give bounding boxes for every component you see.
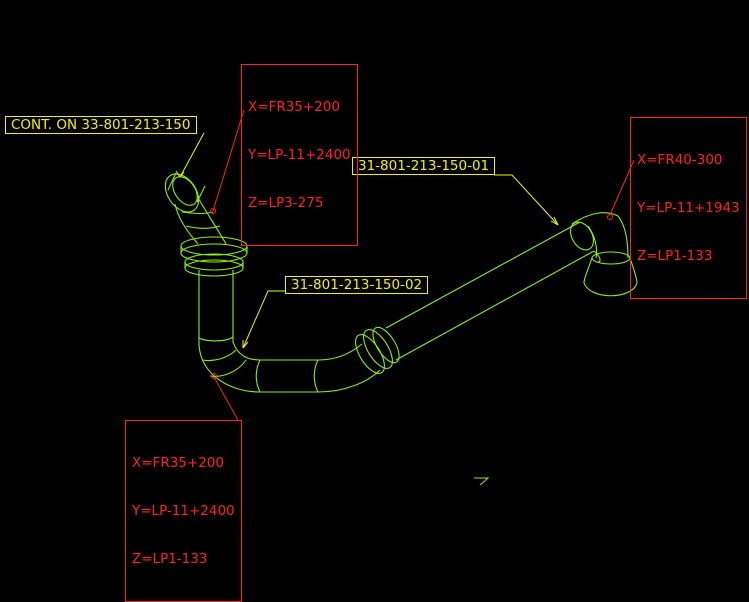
bottom-elbow	[198, 341, 261, 393]
coord-z: Z=LP1-133	[637, 248, 713, 264]
vertical-pipe	[198, 270, 234, 345]
middle-flange	[180, 236, 248, 277]
right-elbow-coordinates: X=FR40-300 Y=LP-11+1943 Z=LP1-133	[630, 117, 747, 299]
right-elbow	[569, 212, 629, 263]
rising-bend	[317, 343, 381, 393]
spool-01-label: 31-801-213-150-01	[352, 157, 496, 175]
diagonal-pipe	[385, 221, 595, 361]
inline-flange	[355, 326, 400, 374]
bottom-elbow-coordinates: X=FR35+200 Y=LP-11+2400 Z=LP1-133	[125, 420, 242, 602]
coord-x: X=FR35+200	[132, 455, 224, 471]
pipe-label-leaders	[175, 132, 559, 349]
continuation-label: CONT. ON 33-801-213-150	[5, 116, 197, 134]
top-elbow	[174, 195, 227, 245]
coord-y: Y=LP-11+2400	[248, 147, 351, 163]
coord-y: Y=LP-11+1943	[637, 200, 740, 216]
ucs-icon	[474, 477, 490, 485]
spool-02-label: 31-801-213-150-02	[285, 276, 429, 294]
coord-x: X=FR35+200	[248, 99, 340, 115]
coord-y: Y=LP-11+2400	[132, 503, 235, 519]
coord-x: X=FR40-300	[637, 152, 723, 168]
top-elbow-coordinates: X=FR35+200 Y=LP-11+2400 Z=LP3-275	[241, 64, 358, 246]
top-flange	[164, 172, 206, 213]
coord-z: Z=LP3-275	[248, 195, 324, 211]
isometric-pipe-drawing	[164, 109, 638, 485]
coord-z: Z=LP1-133	[132, 551, 208, 567]
horizontal-pipe	[255, 359, 319, 393]
